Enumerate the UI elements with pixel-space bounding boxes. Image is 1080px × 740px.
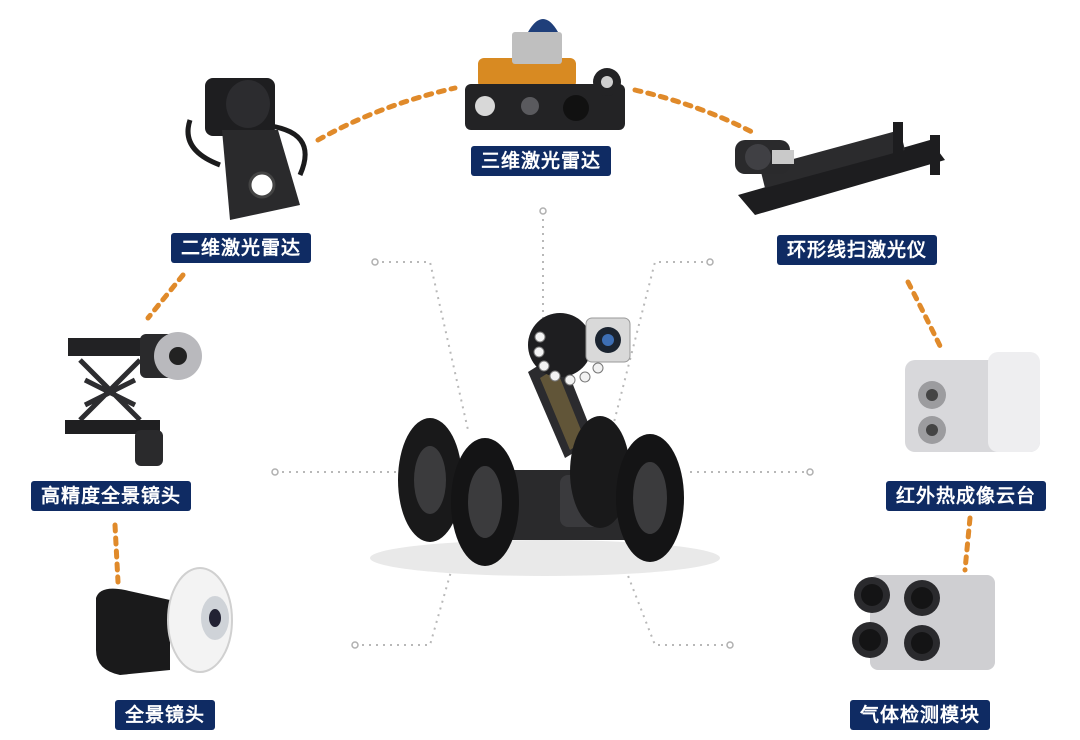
label-panoramic-lens: 全景镜头 [115, 700, 216, 730]
2d-lidar-icon [185, 78, 308, 220]
line-scanner-icon [735, 122, 945, 215]
panoramic-lens-icon [96, 567, 233, 675]
label-gas-detection: 气体检测模块 [850, 700, 991, 730]
gas-sensor-icon [852, 575, 995, 670]
label-hd-panoramic-lens: 高精度全景镜头 [31, 481, 192, 511]
label-ring-line-scanner: 环形线扫激光仪 [777, 235, 938, 265]
label-3d-lidar: 三维激光雷达 [471, 146, 612, 176]
label-infrared-gimbal: 红外热成像云台 [886, 481, 1047, 511]
hd-panoramic-lens-icon [65, 332, 202, 466]
guide-endpoints [271, 207, 814, 649]
label-2d-lidar: 二维激光雷达 [171, 233, 312, 263]
crawler-robot-icon [370, 313, 720, 576]
infrared-gimbal-icon [905, 352, 1040, 452]
guide-lines [275, 212, 810, 646]
3d-lidar-icon [465, 19, 625, 130]
module-connectors [112, 85, 973, 585]
